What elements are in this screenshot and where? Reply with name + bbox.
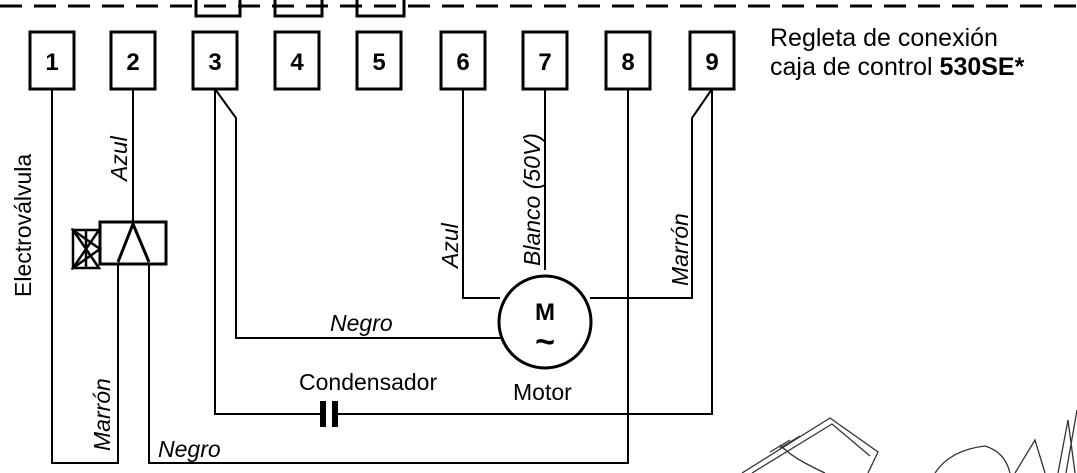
motor-circle — [497, 274, 593, 370]
electrovalvula-label: Electroválvula — [10, 154, 36, 297]
wire-condensador-right — [338, 89, 713, 415]
wire-negro-motor — [214, 88, 506, 339]
wire-marron-valve — [51, 89, 119, 464]
wires — [51, 88, 713, 464]
terminal-number-6: 6 — [456, 49, 469, 76]
valve-body-icon — [70, 228, 102, 270]
terminal-number-4: 4 — [290, 49, 304, 76]
terminal-box-4 — [273, 30, 321, 91]
solenoid-valve-symbol — [70, 220, 168, 271]
negro-valve-label: Negro — [158, 436, 221, 462]
caption-line-2-prefix: caja de control — [770, 53, 940, 81]
motor-symbol: M ~ — [497, 274, 593, 370]
motor-tilde-label: ~ — [535, 323, 555, 361]
capacitor-plate-left — [320, 401, 326, 427]
terminal-strip-caption: Regleta de conexión caja de control 530S… — [770, 24, 1024, 82]
caption-line-2: caja de control 530SE* — [770, 53, 1024, 82]
caption-line-1: Regleta de conexión — [770, 24, 998, 52]
model-number: 530SE* — [939, 53, 1025, 81]
wire-azul-motor — [462, 89, 500, 299]
terminal-number-8: 8 — [621, 49, 634, 76]
wire-negro-valve — [148, 89, 629, 464]
terminal-number-9: 9 — [705, 49, 718, 76]
marron-valve-label: Marrón — [89, 378, 115, 451]
terminal-number-3: 3 — [208, 49, 221, 76]
azul-motor-label: Azul — [437, 222, 463, 270]
negro-motor-label: Negro — [330, 310, 393, 336]
solenoid-coil-triangle — [116, 220, 151, 263]
upper-connector-boxes — [194, 0, 406, 18]
blanco-motor-label: Blanco (50V) — [519, 133, 545, 266]
motor-m-label: M — [535, 299, 555, 326]
terminal-box-5 — [355, 30, 403, 91]
background-sketch — [741, 409, 1077, 473]
terminal-number-2: 2 — [126, 49, 139, 76]
terminal-numbers: 1 2 3 4 5 6 7 8 9 — [45, 49, 718, 76]
wire-marron-motor — [590, 88, 713, 299]
condensador-label: Condensador — [299, 369, 437, 395]
azul-valve-label: Azul — [106, 135, 132, 183]
capacitor-symbol — [320, 401, 338, 427]
solenoid-coil-box — [98, 220, 168, 266]
terminal-number-1: 1 — [45, 49, 58, 76]
motor-label: Motor — [513, 379, 572, 405]
terminal-number-7: 7 — [538, 49, 551, 76]
terminal-number-5: 5 — [372, 49, 385, 76]
capacitor-plate-right — [332, 401, 338, 427]
wire-condensador-left — [214, 89, 320, 415]
marron-motor-label: Marrón — [667, 213, 693, 286]
